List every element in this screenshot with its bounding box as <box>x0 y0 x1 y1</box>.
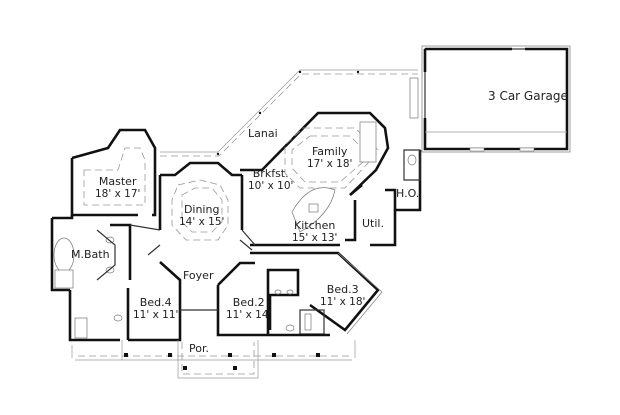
bed3-dims: 11' x 18' <box>320 296 366 308</box>
util-name: Util. <box>362 217 384 230</box>
kitchen-name: Kitchen <box>294 219 336 232</box>
dining-name: Dining <box>183 203 220 216</box>
bed2-bed3-structure <box>216 251 383 337</box>
family-dims: 17' x 18' <box>307 158 353 170</box>
room-label-garage: 3 Car Garage <box>488 90 568 102</box>
master-structure <box>70 128 157 217</box>
family-structure <box>240 111 390 196</box>
brkfst-dims: 10' x 10' <box>248 180 294 192</box>
bed4-structure <box>68 261 182 342</box>
family-name: Family <box>311 145 348 158</box>
garage-structure <box>421 45 571 153</box>
foyer-structure <box>129 224 256 256</box>
porch-name: Por. <box>189 342 209 355</box>
lanai-structure <box>160 69 419 157</box>
room-label-foyer: Foyer <box>183 270 213 282</box>
utility-ho-structure <box>345 149 422 247</box>
kitchen-island <box>250 187 340 247</box>
master-dims: 18' x 17' <box>95 188 141 200</box>
bed4-dims: 11' x 11' <box>133 309 179 321</box>
foyer-name: Foyer <box>183 269 214 282</box>
bed2-dims: 11' x 14' <box>226 309 272 321</box>
mbath-name: M.Bath <box>71 248 110 261</box>
dining-dims: 14' x 15' <box>179 216 225 228</box>
room-label-porch: Por. <box>189 343 209 355</box>
room-label-util: Util. <box>362 218 384 230</box>
master-name: Master <box>98 175 137 188</box>
bed2-name: Bed.2 <box>232 296 265 309</box>
room-label-mbath: M.Bath <box>71 249 110 261</box>
lanai-name: Lanai <box>248 127 278 140</box>
mbath-structure <box>50 215 132 292</box>
porch-structure <box>71 309 356 379</box>
room-label-ho: H.O. <box>396 188 419 200</box>
room-label-brkfst: Brkfst.10' x 10' <box>248 167 294 193</box>
room-label-lanai: Lanai <box>248 128 278 140</box>
bed3-name: Bed.3 <box>326 283 359 296</box>
brkfst-name: Brkfst. <box>252 167 289 180</box>
kitchen-dims: 15' x 13' <box>292 232 338 244</box>
dining-structure <box>158 161 244 241</box>
garage-name: 3 Car Garage <box>488 89 568 103</box>
bed4-name: Bed.4 <box>139 296 172 309</box>
ho-name: H.O. <box>396 187 420 200</box>
